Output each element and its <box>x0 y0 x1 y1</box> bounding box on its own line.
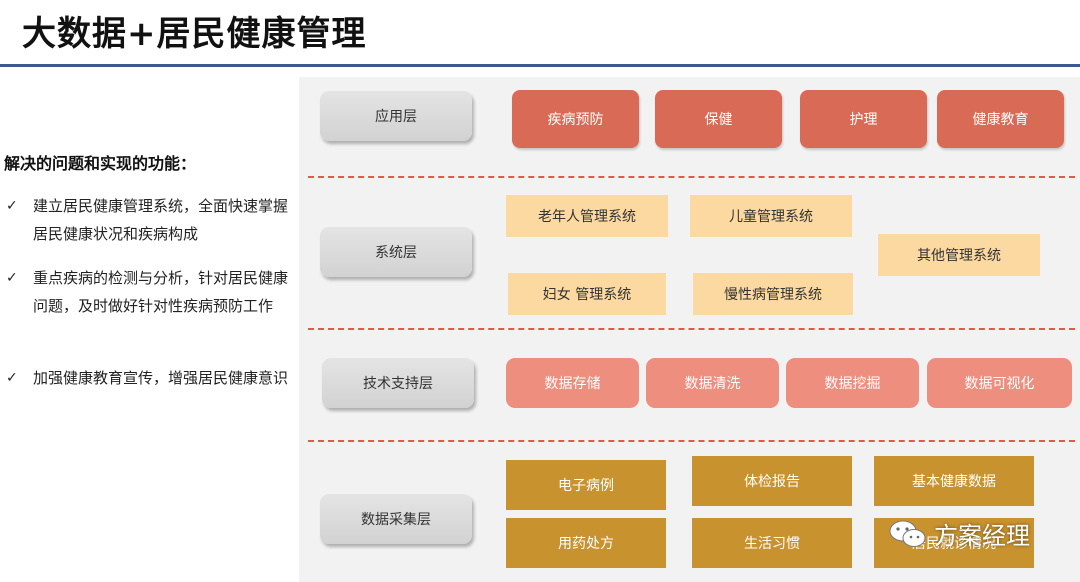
data-item-lifestyle: 生活习惯 <box>692 518 852 568</box>
data-item-basic-health: 基本健康数据 <box>874 456 1034 506</box>
app-item-health-education: 健康教育 <box>937 90 1064 148</box>
bullet-text: 建立居民健康管理系统，全面快速掌握居民健康状况和疾病构成 <box>33 197 289 243</box>
bullet-item: ✓ 重点疾病的检测与分析，针对居民健康问题，及时做好针对性疾病预防工作 <box>6 264 291 320</box>
tech-item-mining: 数据挖掘 <box>786 358 919 408</box>
wechat-icon <box>889 520 926 547</box>
tech-item-storage: 数据存储 <box>506 358 639 408</box>
tech-item-visualization: 数据可视化 <box>927 358 1072 408</box>
layer-label-data: 数据采集层 <box>320 494 472 544</box>
title-underline <box>0 64 1080 67</box>
system-item-elderly: 老年人管理系统 <box>506 195 668 237</box>
data-item-prescription: 用药处方 <box>506 518 666 568</box>
layer-divider <box>308 328 1075 330</box>
bullet-item: ✓ 建立居民健康管理系统，全面快速掌握居民健康状况和疾病构成 <box>6 192 291 248</box>
layer-divider <box>308 176 1075 178</box>
layer-divider <box>308 440 1075 442</box>
layer-label-tech: 技术支持层 <box>322 358 474 408</box>
data-item-emr: 电子病例 <box>506 460 666 510</box>
functions-heading: 解决的问题和实现的功能： <box>4 154 197 173</box>
system-item-women: 妇女 管理系统 <box>508 273 666 315</box>
check-icon: ✓ <box>6 198 18 214</box>
app-item-disease-prevention: 疾病预防 <box>512 90 639 148</box>
system-item-chronic: 慢性病管理系统 <box>693 273 853 315</box>
check-icon: ✓ <box>6 370 18 386</box>
watermark: 方案经理 <box>888 516 1030 551</box>
system-item-children: 儿童管理系统 <box>690 195 852 237</box>
bullet-text: 加强健康教育宣传，增强居民健康意识 <box>33 369 289 387</box>
layer-label-application: 应用层 <box>320 91 472 141</box>
check-icon: ✓ <box>6 270 18 286</box>
tech-item-cleaning: 数据清洗 <box>646 358 779 408</box>
page-title: 大数据+居民健康管理 <box>22 14 367 54</box>
app-item-health-care: 保健 <box>655 90 782 148</box>
data-item-checkup: 体检报告 <box>692 456 852 506</box>
layer-label-system: 系统层 <box>320 227 472 277</box>
app-item-nursing: 护理 <box>800 90 927 148</box>
bullet-item: ✓ 加强健康教育宣传，增强居民健康意识 <box>6 364 291 392</box>
system-item-other: 其他管理系统 <box>878 234 1040 276</box>
watermark-text: 方案经理 <box>934 522 1030 550</box>
bullet-text: 重点疾病的检测与分析，针对居民健康问题，及时做好针对性疾病预防工作 <box>33 269 289 315</box>
